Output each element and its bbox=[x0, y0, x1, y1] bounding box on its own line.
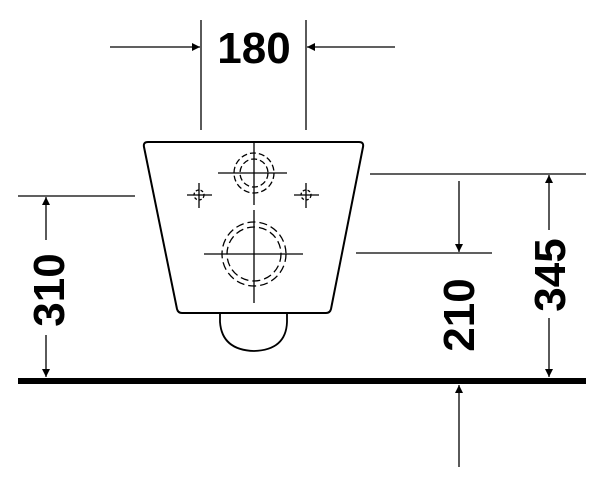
inner-height-dimension bbox=[356, 173, 586, 467]
top-connection bbox=[218, 143, 287, 205]
top-width-dimension bbox=[110, 20, 395, 130]
fixing-point-left bbox=[187, 183, 212, 208]
waste-connection bbox=[204, 210, 303, 303]
toilet-body bbox=[142, 141, 365, 314]
toilet-bowl bbox=[219, 314, 288, 352]
left-height-dimension bbox=[18, 195, 135, 377]
fixing-point-right bbox=[294, 183, 319, 208]
dimension-310: 310 bbox=[25, 253, 74, 326]
dimension-345: 345 bbox=[526, 238, 575, 311]
dimension-180: 180 bbox=[217, 24, 290, 73]
dimension-210: 210 bbox=[435, 278, 484, 351]
